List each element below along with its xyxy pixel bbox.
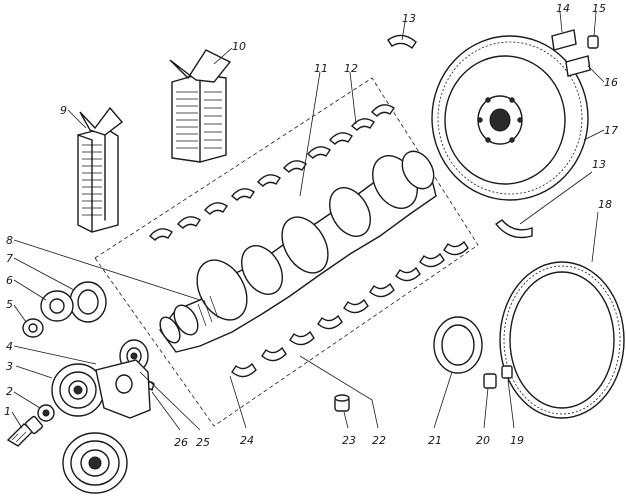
washer-5: [22, 318, 44, 338]
callout-17: 17: [604, 124, 618, 137]
callout-3: 3: [6, 360, 13, 373]
callout-19: 19: [510, 434, 524, 447]
callout-23: 23: [342, 434, 356, 447]
callout-12: 12: [344, 62, 358, 75]
lower-shell-row: [231, 240, 469, 378]
callout-13b: 13: [592, 158, 606, 171]
pulley-lower: [62, 432, 128, 494]
bearing-box-9: [77, 106, 124, 233]
callout-22: 22: [372, 434, 386, 447]
callout-13a: 13: [402, 12, 416, 25]
callout-11: 11: [314, 62, 328, 75]
callout-6: 6: [6, 274, 13, 287]
leader-lines: [11, 11, 605, 431]
washer-6: [40, 290, 74, 322]
callout-26: 26: [174, 436, 188, 449]
callouts: 1 2 3 4 5 6 7 8 9 10 11 12 13 13 14 15 1…: [4, 2, 618, 449]
callout-18: 18: [598, 198, 612, 211]
pulley-3: [51, 363, 105, 417]
bolt-1: [6, 415, 43, 447]
callout-8: 8: [6, 234, 13, 247]
callout-10: 10: [232, 40, 246, 53]
ring-gear-18: [499, 261, 625, 419]
callout-14: 14: [556, 2, 570, 15]
plate-14: [551, 29, 577, 51]
crankshaft: [159, 150, 437, 353]
callout-7: 7: [6, 252, 13, 265]
washer-2: [37, 404, 55, 422]
bearing-box-10: [169, 49, 232, 163]
callout-4: 4: [6, 340, 13, 353]
callout-20: 20: [476, 434, 490, 447]
hub-4: [95, 359, 151, 419]
callout-21: 21: [428, 434, 442, 447]
bolt-15: [587, 35, 599, 49]
thrust-washer-13b: [494, 219, 533, 239]
callout-15: 15: [592, 2, 606, 15]
callout-16: 16: [604, 76, 618, 89]
group-frame: [94, 77, 479, 427]
callout-5: 5: [6, 298, 13, 311]
callout-1: 1: [4, 405, 11, 418]
seal-21: [433, 316, 483, 374]
callout-25: 25: [196, 436, 210, 449]
bolt-20: [483, 373, 497, 389]
thrust-washer-13a: [387, 34, 417, 50]
callout-24: 24: [240, 434, 254, 447]
flywheel-17: [431, 35, 589, 201]
seal-7: [69, 281, 107, 323]
upper-shell-row: [149, 104, 395, 241]
plate-16: [565, 55, 591, 77]
nut-19: [501, 365, 513, 379]
callout-2: 2: [6, 385, 13, 398]
bush-23: [334, 394, 350, 412]
callout-9: 9: [60, 104, 67, 117]
